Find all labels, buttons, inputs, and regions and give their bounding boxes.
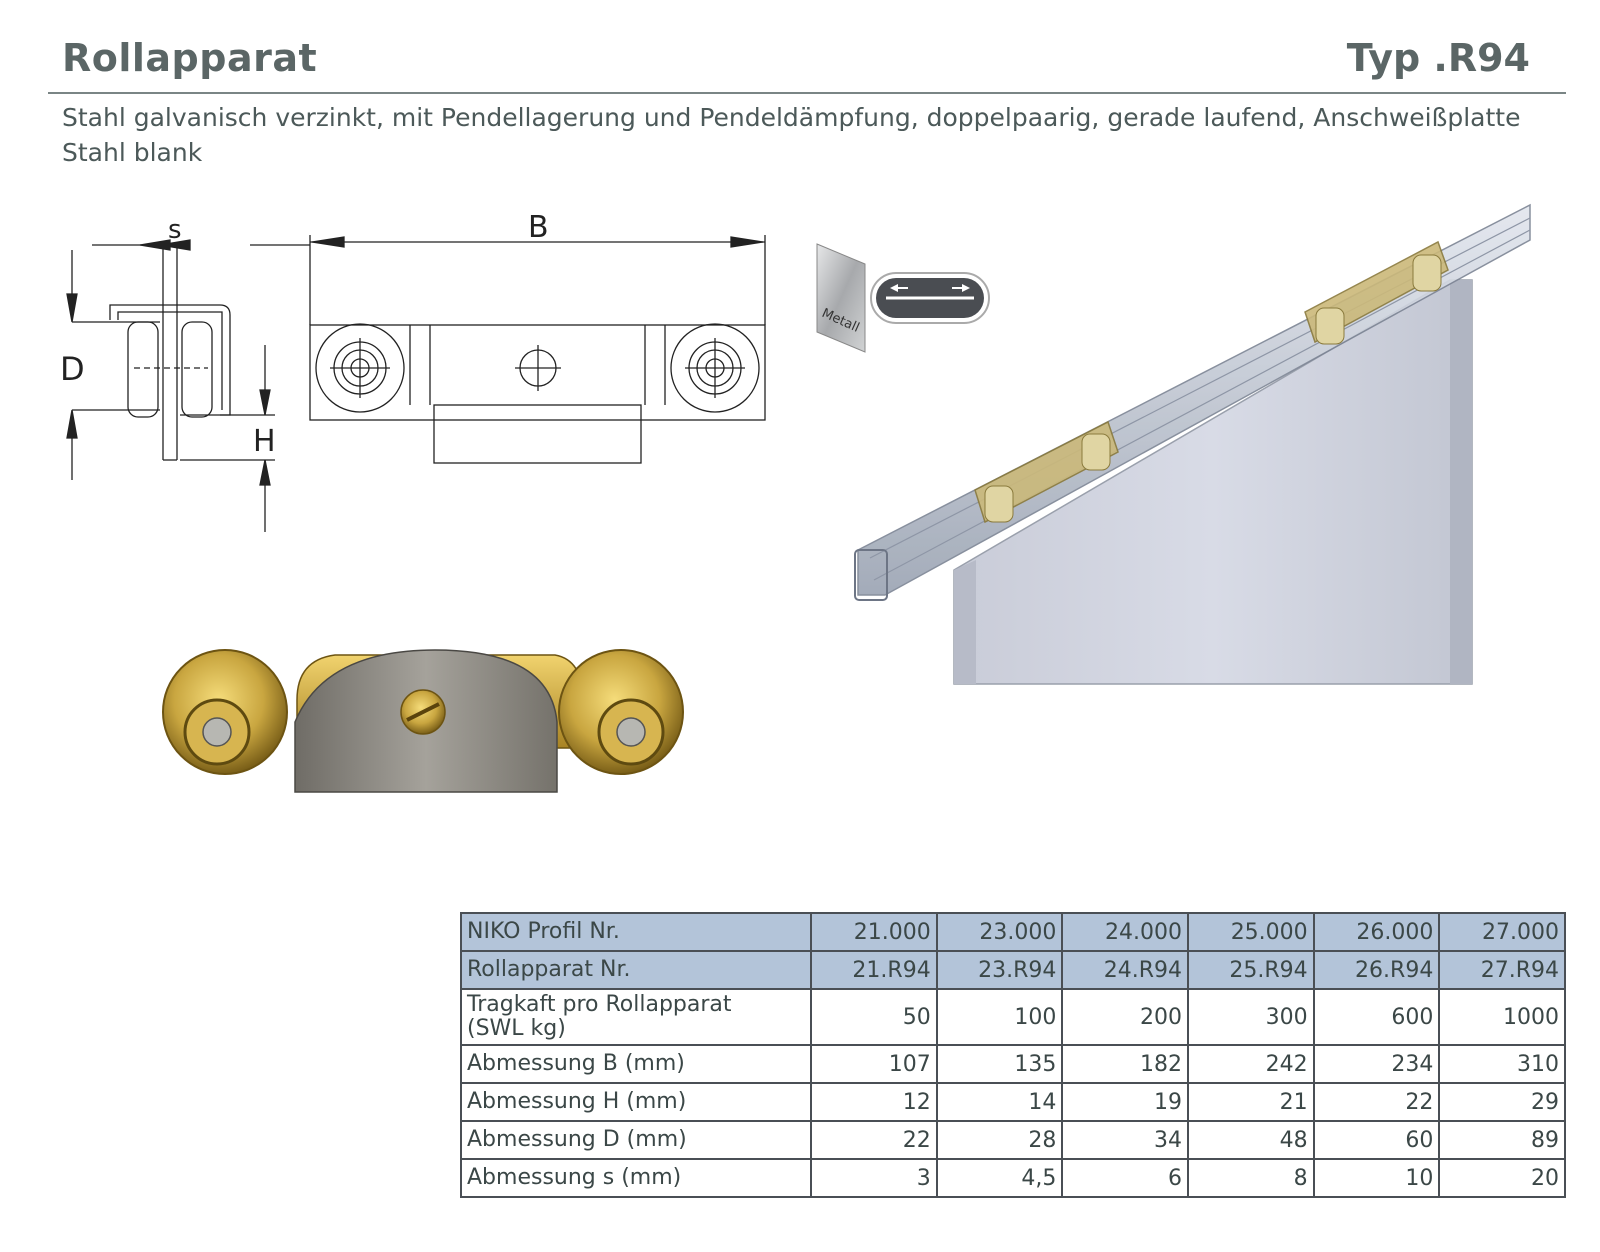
table-cell: 27.000	[1438, 912, 1566, 952]
table-cell: 107	[810, 1044, 938, 1084]
table-cell: 234	[1312, 1044, 1441, 1084]
table-cell: 1000	[1438, 988, 1566, 1046]
row-label: Rollapparat Nr.	[459, 950, 813, 990]
front-view-drawing: B	[309, 210, 766, 464]
table-cell: 50	[810, 988, 938, 1046]
table-row: Abmessung s (mm) 3 4,5 6 8 10 20	[459, 1158, 1566, 1198]
table-cell: 4,5	[935, 1158, 1064, 1198]
table-cell: 6	[1061, 1158, 1190, 1198]
table-cell: 24.000	[1061, 912, 1190, 952]
table-row: Abmessung D (mm) 22 28 34 48 60 89	[459, 1120, 1566, 1160]
table-cell: 21	[1187, 1082, 1315, 1122]
table-cell: 22	[810, 1120, 938, 1160]
table-cell: 22	[1312, 1082, 1441, 1122]
row-label-line2: (SWL kg)	[467, 1016, 566, 1041]
row-label: Abmessung H (mm)	[459, 1082, 813, 1122]
table-cell: 19	[1061, 1082, 1190, 1122]
table-cell: 21.000	[810, 912, 938, 952]
table-cell: 23.R94	[935, 950, 1064, 990]
table-cell: 24.R94	[1061, 950, 1190, 990]
row-label: Tragkaft pro Rollapparat (SWL kg)	[459, 988, 813, 1046]
table-cell: 200	[1061, 988, 1190, 1046]
row-label: Abmessung s (mm)	[459, 1158, 813, 1198]
type-code: Typ .R94	[1346, 36, 1530, 80]
table-cell: 23.000	[935, 912, 1064, 952]
table-row: Abmessung B (mm) 107 135 182 242 234 310	[459, 1044, 1566, 1084]
metal-material-badge: Metall	[816, 243, 866, 353]
table-cell: 26.R94	[1312, 950, 1441, 990]
table-cell: 100	[935, 988, 1064, 1046]
dimension-b-label: B	[528, 210, 549, 245]
table-cell: 600	[1312, 988, 1441, 1046]
table-cell: 242	[1187, 1044, 1315, 1084]
table-cell: 29	[1438, 1082, 1566, 1122]
header-rule	[48, 92, 1566, 94]
dimension-d-label: D	[60, 350, 85, 388]
table-cell: 21.R94	[810, 950, 938, 990]
table-cell: 310	[1438, 1044, 1566, 1084]
table-cell: 34	[1061, 1120, 1190, 1160]
door-rail-rendering	[854, 203, 1531, 685]
page-title: Rollapparat	[62, 36, 318, 80]
dimension-s-label: s	[168, 215, 182, 245]
table-cell: 27.R94	[1438, 950, 1566, 990]
specification-table: NIKO Profil Nr. 21.000 23.000 24.000 25.…	[459, 912, 1566, 1198]
table-row: NIKO Profil Nr. 21.000 23.000 24.000 25.…	[459, 912, 1566, 952]
table-cell: 25.000	[1187, 912, 1315, 952]
row-label: Abmessung B (mm)	[459, 1044, 813, 1084]
product-description: Stahl galvanisch verzinkt, mit Pendellag…	[62, 103, 1521, 167]
side-view-drawing: s D H	[60, 215, 310, 532]
row-label: NIKO Profil Nr.	[459, 912, 813, 952]
table-cell: 8	[1187, 1158, 1315, 1198]
table-cell: 26.000	[1312, 912, 1441, 952]
table-cell: 28	[935, 1120, 1064, 1160]
roller-product-photo	[162, 649, 684, 793]
table-row: Rollapparat Nr. 21.R94 23.R94 24.R94 25.…	[459, 950, 1566, 990]
table-cell: 89	[1438, 1120, 1566, 1160]
table-cell: 135	[935, 1044, 1064, 1084]
straight-running-icon	[870, 272, 990, 324]
table-cell: 10	[1312, 1158, 1441, 1198]
table-cell: 25.R94	[1187, 950, 1315, 990]
table-cell: 3	[810, 1158, 938, 1198]
dimension-h-label: H	[253, 424, 276, 459]
table-cell: 48	[1187, 1120, 1315, 1160]
table-cell: 300	[1187, 988, 1315, 1046]
row-label-line1: Tragkaft pro Rollapparat	[467, 992, 732, 1017]
table-row: Abmessung H (mm) 12 14 19 21 22 29	[459, 1082, 1566, 1122]
table-cell: 182	[1061, 1044, 1190, 1084]
row-label: Abmessung D (mm)	[459, 1120, 813, 1160]
table-cell: 60	[1312, 1120, 1441, 1160]
table-cell: 14	[935, 1082, 1064, 1122]
table-cell: 12	[810, 1082, 938, 1122]
table-row: Tragkaft pro Rollapparat (SWL kg) 50 100…	[459, 988, 1566, 1046]
table-cell: 20	[1438, 1158, 1566, 1198]
